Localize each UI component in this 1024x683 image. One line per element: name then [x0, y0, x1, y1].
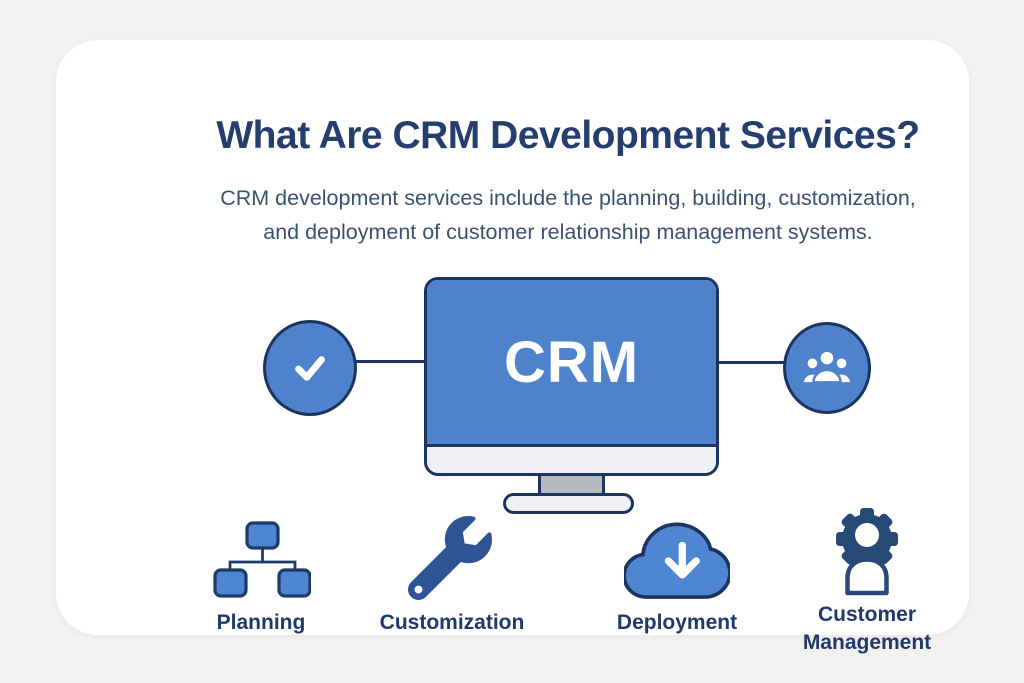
wrench-icon: [408, 516, 492, 600]
monitor-chin: [427, 447, 716, 473]
subtitle-line-2: and deployment of customer relationship …: [263, 220, 873, 244]
page-title: What Are CRM Development Services?: [216, 114, 920, 157]
sitemap-icon: [213, 521, 311, 598]
check-icon: [295, 356, 325, 381]
subtitle-line-1: CRM development services include the pla…: [220, 186, 916, 210]
content-card: What Are CRM Development Services? CRM d…: [56, 40, 969, 654]
service-label-customization: Customization: [379, 611, 525, 634]
page-subtitle: CRM development services include the pla…: [56, 181, 1024, 249]
cloud-download-icon: [624, 522, 730, 599]
users-icon: [803, 349, 851, 384]
service-label-deployment: Deployment: [616, 611, 738, 634]
left-connector-line: [349, 360, 427, 363]
right-connector-line: [710, 361, 786, 364]
crm-monitor: CRM: [424, 277, 719, 476]
crm-label: CRM: [503, 329, 640, 395]
check-badge: [263, 320, 357, 416]
service-label-planning: Planning: [216, 611, 306, 634]
monitor-screen: CRM: [427, 280, 716, 447]
user-gear-icon: [836, 508, 898, 596]
monitor-base: [503, 493, 634, 514]
users-badge: [783, 322, 871, 414]
service-label-customer-management: Customer Management: [802, 603, 932, 654]
